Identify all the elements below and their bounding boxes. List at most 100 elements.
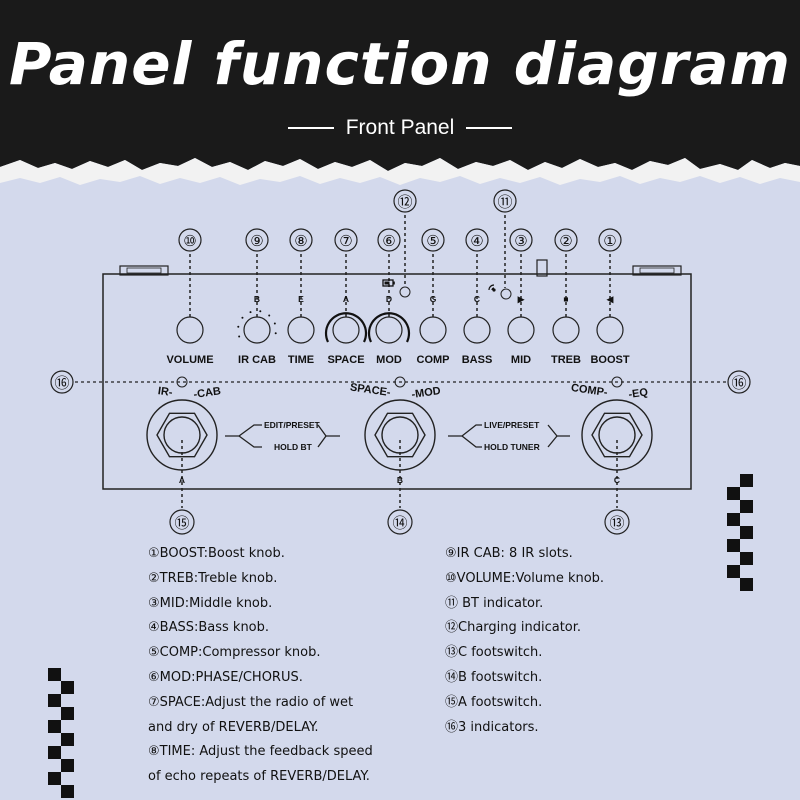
knob-bass-letter: C <box>474 294 480 304</box>
knob-space-label: SPACE <box>327 354 364 366</box>
subtitle: Front Panel <box>0 116 800 140</box>
footswitch-c-top-left-label: COMP- <box>570 382 608 399</box>
header-background <box>0 0 800 185</box>
knob-boost-number: ① <box>603 232 616 250</box>
combo-left <box>225 424 340 448</box>
indicators-number-left: ⑯ <box>54 374 69 392</box>
description-line: ②TREB:Treble knob. <box>148 570 278 586</box>
left-jack <box>119 265 169 276</box>
subtitle-rule-left <box>287 127 334 130</box>
footswitch-a-hex-nut <box>156 412 208 458</box>
combo-right-bottom-label: HOLD TUNER <box>484 442 540 452</box>
ir-slot-dot <box>268 314 271 317</box>
footswitch-c-hex-nut <box>591 412 643 458</box>
subtitle-rule-right <box>466 127 513 130</box>
description-line: ⑫Charging indicator. <box>445 620 582 636</box>
footswitch-a-top-right-label: -CAB <box>193 385 222 401</box>
knob-ir-cab-number: ⑨ <box>250 232 263 250</box>
knob-treb[interactable]: ②TREB■ <box>551 228 581 366</box>
footswitch-c-indicator <box>611 376 623 388</box>
description-line: ④BASS:Bass knob. <box>148 620 270 636</box>
knob-ir-cab-letter: B <box>254 294 260 304</box>
knob-mid-dial[interactable] <box>507 316 535 344</box>
knob-bass-label: BASS <box>462 354 493 366</box>
charging-number-circle <box>393 189 417 213</box>
device-body <box>102 273 692 490</box>
knob-boost-label: BOOST <box>590 354 629 366</box>
knob-space-letter: A <box>343 294 349 304</box>
knob-treb-number: ② <box>559 232 572 250</box>
knob-space-number: ⑦ <box>339 232 352 250</box>
description-line: ③MID:Middle knob. <box>148 595 273 611</box>
right-jack-inner <box>639 267 675 274</box>
knob-time-label: TIME <box>288 354 314 366</box>
knob-treb-number-circle <box>554 228 578 252</box>
checker-decoration-right <box>727 474 753 591</box>
knob-mod-number-circle <box>377 228 401 252</box>
knob-boost[interactable]: ①BOOST◀ <box>590 228 630 366</box>
indicators-number-circle-right <box>727 370 751 394</box>
footswitch-a-top-left-label: IR- <box>157 385 174 399</box>
knob-mod-number: ⑥ <box>382 232 395 250</box>
bt-number-circle <box>493 189 517 213</box>
descriptions-right: ⑨IR CAB: 8 IR slots.⑩VOLUME:Volume knob.… <box>445 542 604 740</box>
knob-space[interactable]: ⑦ SPACE A <box>324 228 368 366</box>
knob-space-range-arc <box>324 312 368 343</box>
knob-mod-range-arc <box>367 312 411 343</box>
combo-left-top-label: EDIT/PRESET <box>264 420 321 430</box>
bt-indicator <box>500 288 512 300</box>
knob-volume-number: ⑩ <box>183 232 196 250</box>
description-line: ⑥MOD:PHASE/CHORUS. <box>148 669 303 685</box>
footswitch-c-number: ⑬ <box>609 514 624 532</box>
footswitch-b-top-right-label: -MOD <box>411 385 442 401</box>
description-line: ⑭B footswitch. <box>445 669 543 685</box>
knob-volume[interactable]: ⑩VOLUME <box>166 228 214 366</box>
description-line: ⑧TIME: Adjust the feedback speed <box>148 744 373 760</box>
combo-right-top-label: LIVE/PRESET <box>484 420 540 430</box>
knob-comp-number-circle <box>421 228 445 252</box>
knob-treb-symbol: ■ <box>563 294 568 304</box>
footswitch-b-number-circle <box>387 509 413 535</box>
page-title: Panel function diagram <box>8 30 791 98</box>
knob-comp-dial[interactable] <box>419 316 447 344</box>
knob-space-dial[interactable] <box>332 316 360 344</box>
knob-volume-dial[interactable] <box>176 316 204 344</box>
knob-treb-dial[interactable] <box>552 316 580 344</box>
knob-mod-dial[interactable] <box>375 316 403 344</box>
knob-mid[interactable]: ③MID▶ <box>507 228 535 366</box>
description-line: ⑮A footswitch. <box>445 694 543 710</box>
ir-slot-dot <box>259 310 262 313</box>
header-band: Panel function diagram Front Panel <box>0 0 800 190</box>
descriptions-left: ①BOOST:Boost knob.②TREB:Treble knob.③MID… <box>148 542 373 790</box>
knob-ir-cab-dial[interactable] <box>243 316 271 344</box>
subtitle-text: Front Panel <box>345 116 455 139</box>
footswitch-a-number: ⑮ <box>174 514 189 532</box>
combo-right <box>448 424 570 448</box>
knob-time-dial[interactable] <box>287 316 315 344</box>
ir-slot-dot <box>274 332 277 335</box>
footswitch-c-number-circle <box>604 509 630 535</box>
knob-boost-dial[interactable] <box>596 316 624 344</box>
description-line: and dry of REVERB/DELAY. <box>148 719 319 735</box>
checker-decoration-left <box>48 668 74 798</box>
description-line: ⑦SPACE:Adjust the radio of wet <box>148 694 354 710</box>
knob-bass-dial[interactable] <box>463 316 491 344</box>
bt-number: ⑪ <box>497 193 512 211</box>
description-line: ⑩VOLUME:Volume knob. <box>445 570 605 586</box>
knob-mod-letter: D <box>386 294 392 304</box>
ir-slot-dot <box>238 335 241 338</box>
charging-number: ⑫ <box>397 193 412 211</box>
ir-slot-dot <box>237 325 240 328</box>
knob-comp-number: ⑤ <box>426 232 439 250</box>
ir-slot-dot <box>241 316 244 319</box>
indicators-number-right: ⑯ <box>731 374 746 392</box>
